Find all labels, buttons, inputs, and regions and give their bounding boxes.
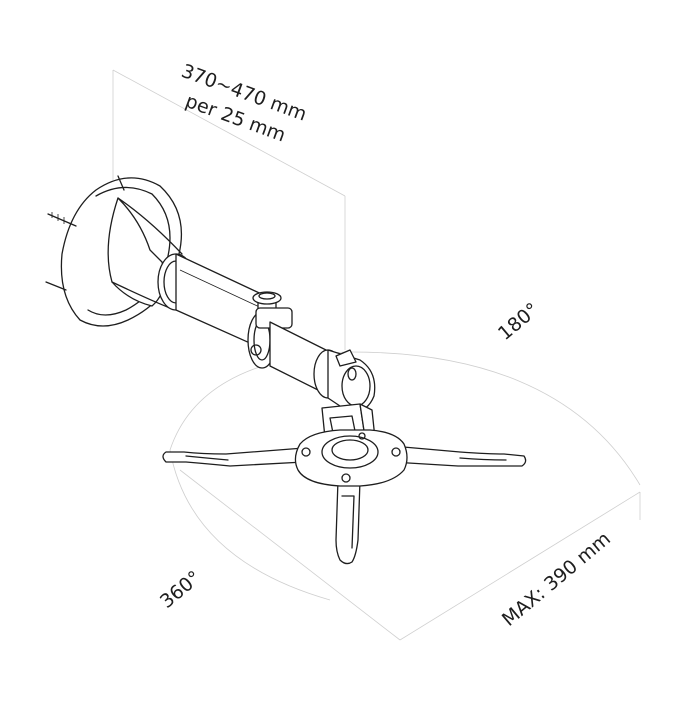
spider-arm-right [391, 445, 527, 467]
hub-plate [294, 429, 408, 487]
spider-arm-left [162, 447, 305, 467]
tilt-joint [313, 349, 376, 413]
clamp-ring [247, 307, 293, 369]
spider-arm-front [335, 479, 361, 565]
mounting-screws [45, 175, 125, 291]
dimension-guides [112, 69, 641, 641]
ceiling-flange [60, 177, 183, 327]
